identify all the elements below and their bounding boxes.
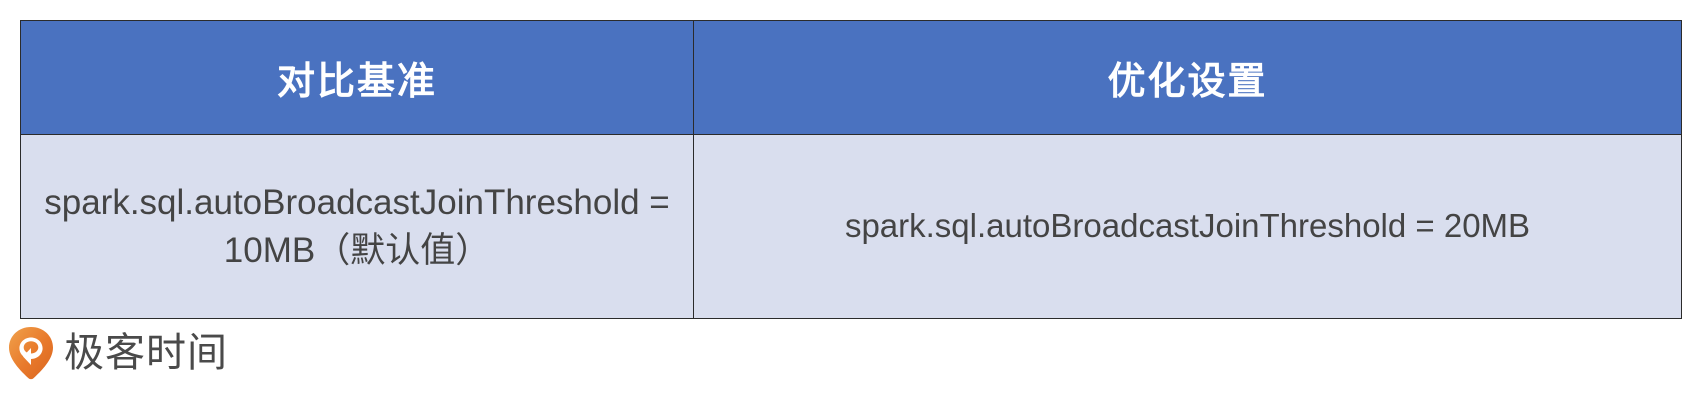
table-body: spark.sql.autoBroadcastJoinThreshold = 1… — [20, 134, 1682, 319]
comparison-table: 对比基准 优化设置 spark.sql.autoBroadcastJoinThr… — [20, 20, 1682, 319]
cell-baseline-config: spark.sql.autoBroadcastJoinThreshold = 1… — [20, 134, 694, 319]
table-header-row: 对比基准 优化设置 — [20, 20, 1682, 135]
brand-name-label: 极客时间 — [64, 331, 228, 375]
table-row: spark.sql.autoBroadcastJoinThreshold = 1… — [20, 134, 1682, 319]
comparison-table-container: 对比基准 优化设置 spark.sql.autoBroadcastJoinThr… — [20, 20, 1682, 319]
column-header-optimized: 优化设置 — [693, 20, 1682, 135]
cell-optimized-config: spark.sql.autoBroadcastJoinThreshold = 2… — [693, 134, 1682, 319]
geektime-pin-icon — [9, 327, 53, 380]
column-header-baseline: 对比基准 — [20, 20, 694, 135]
table-header: 对比基准 优化设置 — [20, 20, 1682, 135]
brand-watermark: 极客时间 — [8, 322, 228, 384]
